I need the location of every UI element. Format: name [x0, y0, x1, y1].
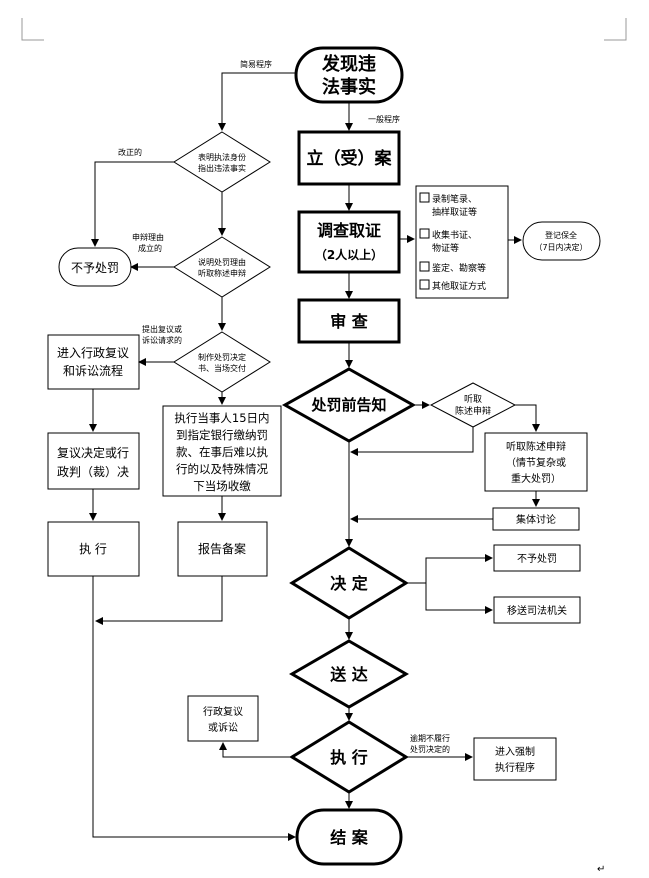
node-evidence: 录制笔录、 抽样取证等 收集书证、 物证等 鉴定、勘察等 其他取证方式 — [415, 185, 509, 299]
svg-text:进入强制: 进入强制 — [495, 745, 535, 758]
label-defense-1: 申辩理由 — [132, 232, 164, 242]
svg-text:登记保全: 登记保全 — [545, 230, 577, 240]
node-show-id: 表明执法身份 指出违法事实 — [173, 131, 271, 193]
svg-text:鉴定、勘察等: 鉴定、勘察等 — [432, 262, 486, 274]
checkbox-4 — [419, 279, 430, 290]
node-deliver: 送 达 — [289, 639, 409, 709]
label-appeal-2: 诉讼请求的 — [142, 335, 182, 345]
label-general: 一般程序 — [368, 114, 400, 124]
svg-text:政判（裁）决: 政判（裁）决 — [57, 465, 129, 479]
node-review-result: 复议决定或行 政判（裁）决 — [47, 432, 140, 490]
svg-text:处罚前告知: 处罚前告知 — [310, 396, 386, 414]
svg-text:调查取证: 调查取证 — [317, 221, 381, 240]
node-review: 审 查 — [297, 298, 401, 344]
node-transfer: 移送司法机关 — [493, 596, 581, 624]
svg-text:制作处罚决定: 制作处罚决定 — [198, 352, 246, 362]
svg-text:听取称述申辩: 听取称述申辩 — [198, 268, 246, 278]
node-no-penalty-right: 不予处罚 — [493, 544, 581, 572]
node-group-discuss: 集体讨论 — [492, 507, 580, 531]
svg-text:不予处罚: 不予处罚 — [517, 553, 557, 565]
svg-text:到指定银行缴纳罚: 到指定银行缴纳罚 — [176, 428, 268, 442]
svg-text:进入行政复议: 进入行政复议 — [57, 346, 129, 360]
svg-text:下当场收缴: 下当场收缴 — [193, 479, 251, 493]
svg-text:不予处罚: 不予处罚 — [71, 261, 119, 275]
svg-text:听取: 听取 — [464, 394, 482, 405]
svg-text:送 达: 送 达 — [329, 665, 368, 684]
node-hear-box: 听取陈述申辩 （情节复杂或 重大处罚） — [484, 432, 588, 492]
node-review-lawsuit: 行政复议 或诉讼 — [187, 695, 259, 742]
svg-text:（7日内决定）: （7日内决定） — [534, 242, 587, 252]
node-execute: 执 行 — [289, 720, 409, 794]
svg-text:物证等: 物证等 — [432, 242, 459, 254]
svg-text:或诉讼: 或诉讼 — [208, 721, 238, 734]
svg-text:行政复议: 行政复议 — [203, 705, 243, 718]
svg-text:执 行: 执 行 — [79, 542, 107, 556]
node-preserve: 登记保全 （7日内决定） — [522, 221, 601, 261]
svg-text:结 案: 结 案 — [329, 828, 369, 847]
start-line-2: 法事实 — [322, 76, 376, 98]
svg-text:表明执法身份: 表明执法身份 — [198, 152, 246, 162]
label-corrected: 改正的 — [118, 147, 142, 157]
svg-text:（情节复杂或: （情节复杂或 — [506, 456, 566, 469]
svg-text:和诉讼流程: 和诉讼流程 — [63, 363, 123, 378]
page-corner-marks — [21, 18, 627, 41]
label-simple: 简易程序 — [240, 59, 272, 69]
node-start: 发现违 法事实 — [294, 46, 404, 104]
svg-text:指出违法事实: 指出违法事实 — [198, 163, 246, 173]
svg-text:陈述申辩: 陈述申辩 — [455, 405, 491, 417]
label-overdue-1: 逾期不履行 — [410, 733, 450, 743]
label-overdue-2: 处罚决定的 — [410, 744, 450, 754]
svg-text:其他取证方式: 其他取证方式 — [432, 280, 486, 292]
node-make-decision: 制作处罚决定 书、当场交付 — [173, 331, 271, 393]
checkbox-1 — [419, 192, 430, 203]
right-connectors — [219, 235, 540, 761]
node-explain: 说明处罚理由 听取称述申辩 — [173, 236, 271, 298]
checkbox-2 — [419, 228, 430, 239]
node-close: 结 案 — [295, 808, 403, 866]
svg-text:立（受）案: 立（受）案 — [307, 148, 393, 169]
node-admin-review-flow: 进入行政复议 和诉讼流程 — [47, 334, 140, 390]
svg-text:移送司法机关: 移送司法机关 — [507, 604, 567, 617]
label-appeal-1: 提出复议或 — [142, 324, 182, 334]
svg-text:听取陈述申辩: 听取陈述申辩 — [506, 440, 566, 453]
svg-text:款、在事后难以执: 款、在事后难以执 — [176, 445, 268, 459]
svg-text:执 行: 执 行 — [330, 748, 368, 767]
svg-text:（2人以上）: （2人以上） — [315, 247, 383, 262]
node-register: 立（受）案 — [297, 130, 401, 186]
node-decide: 决 定 — [289, 546, 409, 620]
svg-text:说明处罚理由: 说明处罚理由 — [198, 257, 246, 267]
svg-text:决 定: 决 定 — [330, 574, 368, 593]
svg-text:集体讨论: 集体讨论 — [516, 513, 556, 526]
start-line-1: 发现违 — [321, 53, 376, 75]
node-notice: 处罚前告知 — [281, 367, 417, 443]
svg-text:执行当事人15日内: 执行当事人15日内 — [174, 411, 269, 425]
svg-text:录制笔录、: 录制笔录、 — [432, 193, 477, 205]
svg-text:行的以及特殊情况: 行的以及特殊情况 — [176, 462, 268, 476]
checkbox-3 — [419, 261, 430, 272]
svg-text:复议决定或行: 复议决定或行 — [57, 445, 129, 460]
svg-text:报告备案: 报告备案 — [198, 541, 246, 556]
label-defense-2: 成立的 — [138, 243, 162, 253]
svg-text:审 查: 审 查 — [330, 312, 368, 331]
svg-text:重大处罚）: 重大处罚） — [511, 472, 561, 485]
node-exec-left: 执 行 — [47, 521, 140, 577]
node-no-penalty-left: 不予处罚 — [58, 247, 132, 287]
svg-text:执行程序: 执行程序 — [495, 761, 535, 774]
node-pay-box: 执行当事人15日内 到指定银行缴纳罚 款、在事后难以执 行的以及特殊情况 下当场… — [162, 405, 282, 497]
svg-text:抽样取证等: 抽样取证等 — [432, 206, 477, 218]
node-hear-small: 听取 陈述申辩 — [429, 382, 517, 428]
simple-connectors — [89, 72, 296, 841]
node-report: 报告备案 — [177, 521, 268, 577]
paragraph-mark: ↵ — [597, 864, 605, 875]
node-investigate: 调查取证 （2人以上） — [297, 210, 401, 274]
svg-text:收集书证、: 收集书证、 — [432, 229, 477, 241]
node-enforce: 进入强制 执行程序 — [473, 737, 557, 781]
svg-text:书、当场交付: 书、当场交付 — [198, 363, 246, 373]
